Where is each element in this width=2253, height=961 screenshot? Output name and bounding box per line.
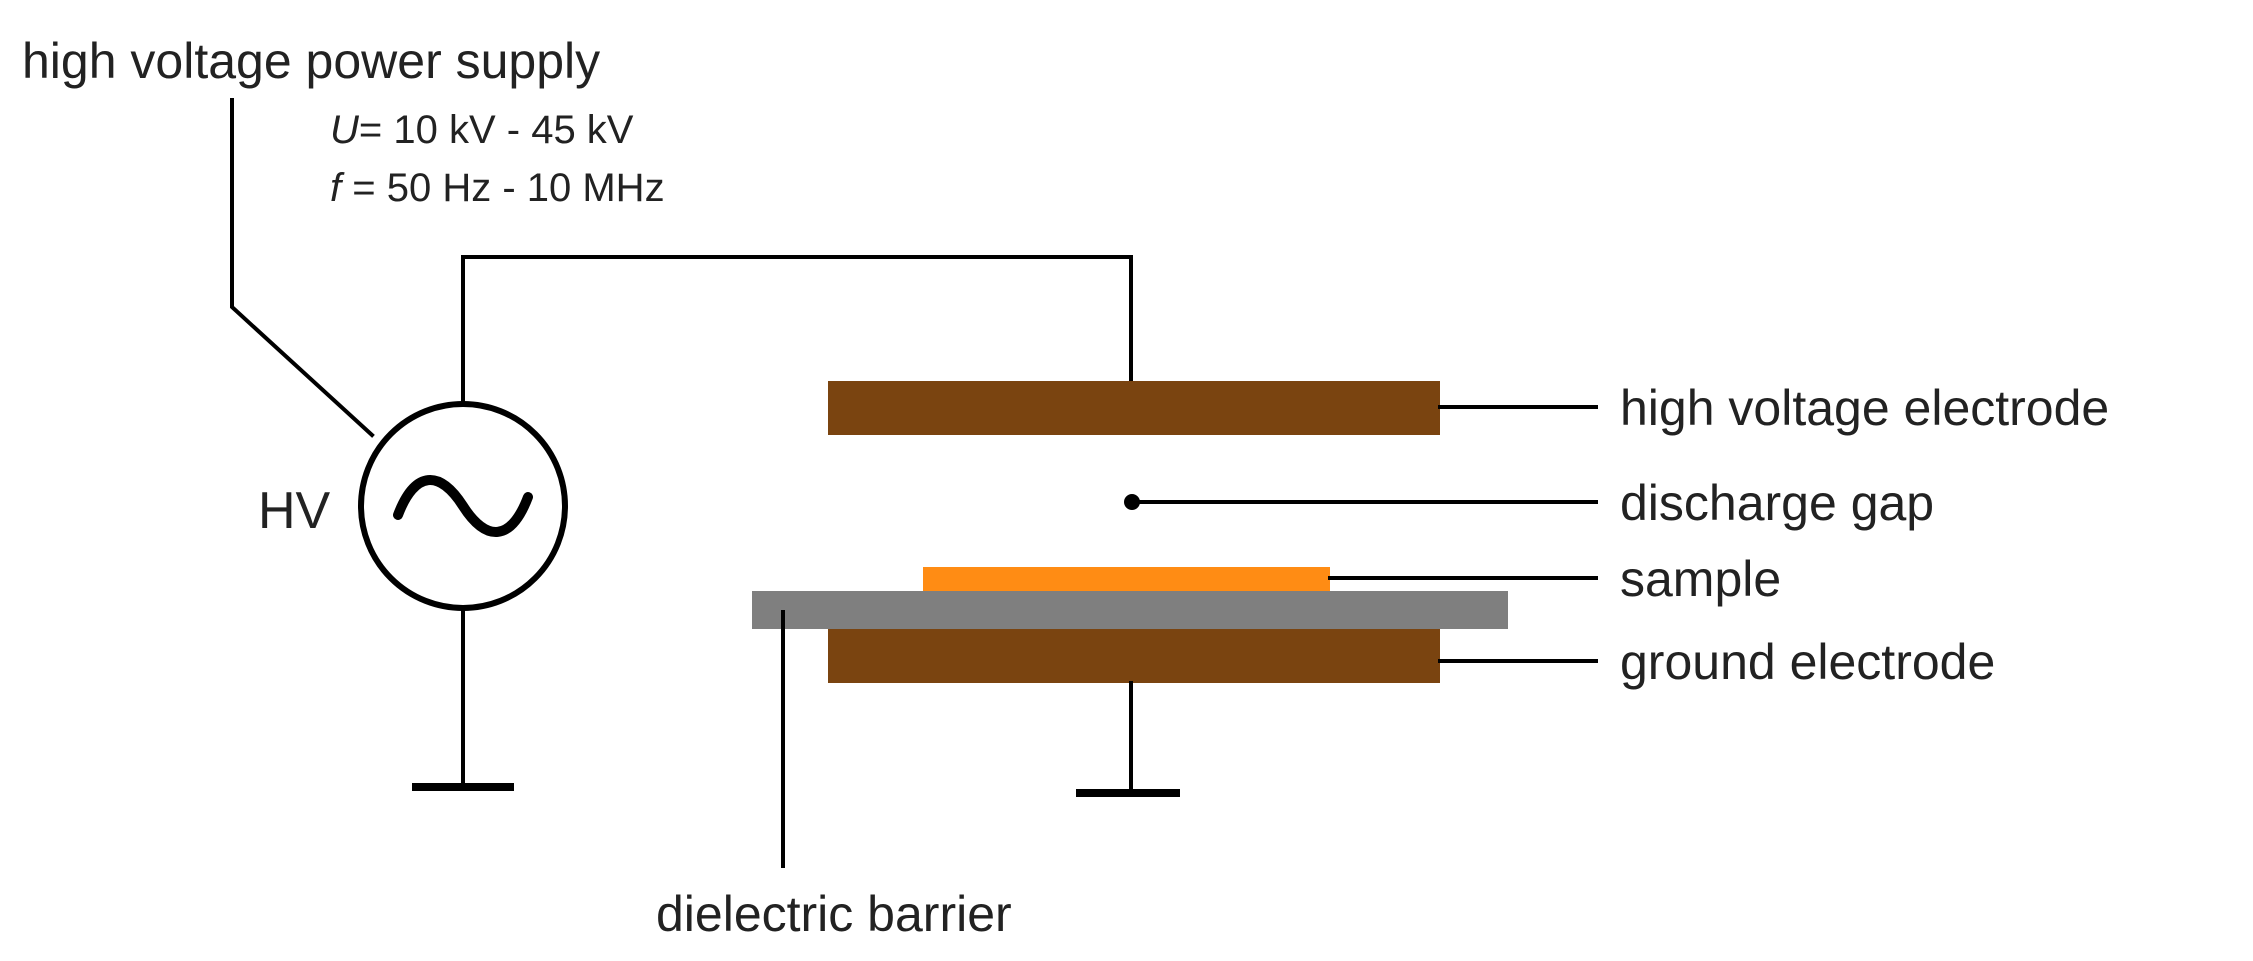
hv-label: HV xyxy=(258,482,331,540)
dielectric-barrier xyxy=(752,591,1508,629)
ac-sine-icon xyxy=(393,475,533,537)
dielectric-barrier-label: dielectric barrier xyxy=(656,886,1012,942)
hv-electrode-label: high voltage electrode xyxy=(1620,380,2109,436)
ground-electrode-label: ground electrode xyxy=(1620,634,1995,690)
ground-electrode xyxy=(828,629,1440,683)
sample-layer xyxy=(923,567,1330,592)
high-voltage-electrode xyxy=(828,381,1440,435)
power-supply-leader-line xyxy=(230,98,375,438)
discharge-gap-label: discharge gap xyxy=(1620,475,1934,531)
power-supply-label: high voltage power supply xyxy=(22,33,600,89)
frequency-range-label: f = 50 Hz - 10 MHz xyxy=(330,166,665,210)
sample-label: sample xyxy=(1620,551,1781,607)
voltage-range-label: U= 10 kV - 45 kV xyxy=(330,108,634,152)
hv-supply-wire xyxy=(461,255,1133,406)
